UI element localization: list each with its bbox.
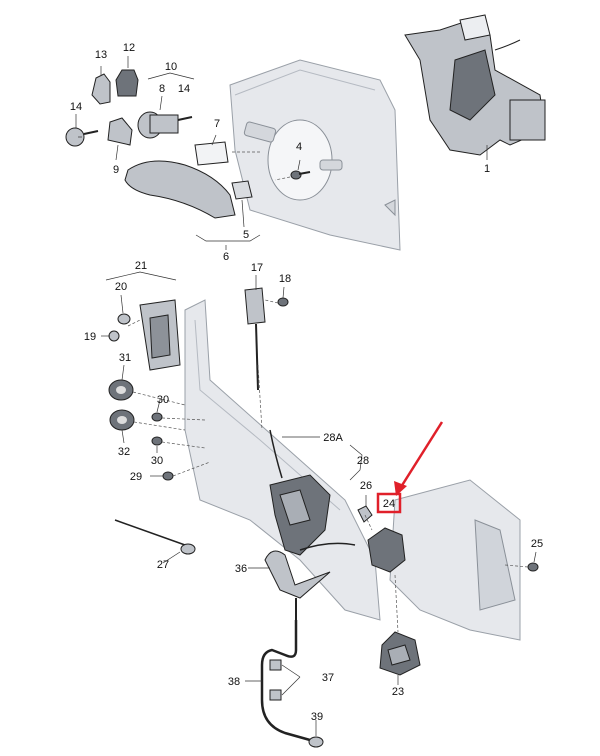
part-29-screw xyxy=(162,471,174,481)
part-18-screw xyxy=(277,297,289,307)
part-24-striker xyxy=(367,527,406,573)
part-28-door-lock xyxy=(269,429,356,556)
part-39-end xyxy=(308,736,324,748)
callout-9: 9 xyxy=(113,164,119,176)
callout-25: 25 xyxy=(531,538,543,550)
callout-14-b: 14 xyxy=(70,101,82,113)
part-13-cap xyxy=(91,73,111,105)
callout-13: 13 xyxy=(95,49,107,61)
highlight-box-24 xyxy=(376,492,402,514)
highlight-arrow xyxy=(394,421,444,496)
part-36-guide xyxy=(264,550,331,620)
callout-20: 20 xyxy=(115,281,127,293)
callout-37: 37 xyxy=(322,672,334,684)
part-5-gasket xyxy=(231,180,253,200)
part-30-screw-b xyxy=(151,436,163,446)
part-32-bushing xyxy=(109,409,135,431)
part-4-screw xyxy=(290,170,311,180)
callout-8: 8 xyxy=(159,83,165,95)
callout-30-a: 30 xyxy=(157,394,169,406)
callout-10: 10 xyxy=(165,61,177,73)
callout-4: 4 xyxy=(296,141,302,153)
callout-5: 5 xyxy=(243,229,249,241)
callout-39: 39 xyxy=(311,711,323,723)
callout-12: 12 xyxy=(123,42,135,54)
callout-26: 26 xyxy=(360,480,372,492)
lower-door-panel xyxy=(184,299,521,641)
upper-door-panel xyxy=(229,59,401,251)
callout-1: 1 xyxy=(484,163,490,175)
part-31-bushing xyxy=(108,379,134,401)
callout-23: 23 xyxy=(392,686,404,698)
callout-19: 19 xyxy=(84,331,96,343)
callout-21: 21 xyxy=(135,260,147,272)
callout-31: 31 xyxy=(119,352,131,364)
part-8-lock-cylinder xyxy=(137,111,193,139)
part-21-inner-handle xyxy=(139,299,181,371)
part-12-cap xyxy=(115,69,139,97)
callout-7: 7 xyxy=(214,118,220,130)
callout-36: 36 xyxy=(235,563,247,575)
callout-6: 6 xyxy=(223,251,229,263)
callout-29: 29 xyxy=(130,471,142,483)
part-20-clip xyxy=(117,313,131,325)
callout-24: 24 xyxy=(383,498,395,510)
part-27-rod xyxy=(114,519,196,555)
callout-18: 18 xyxy=(279,273,291,285)
part-17-button xyxy=(244,287,266,391)
callout-38: 38 xyxy=(228,676,240,688)
part-6-door-handle xyxy=(124,160,236,219)
callout-17: 17 xyxy=(251,262,263,274)
callout-14-a: 14 xyxy=(178,83,190,95)
callout-32: 32 xyxy=(118,446,130,458)
part-14-washer xyxy=(65,127,99,147)
callout-28a: 28A xyxy=(323,432,343,444)
part-1-latch-assembly xyxy=(404,14,546,156)
part-9-bracket xyxy=(107,117,133,146)
part-19-clip xyxy=(108,330,120,342)
part-25-screw xyxy=(527,562,539,572)
callout-27: 27 xyxy=(157,559,169,571)
part-23-lock-actuator xyxy=(379,631,421,676)
part-7-gasket xyxy=(194,141,229,166)
callout-30-b: 30 xyxy=(151,455,163,467)
part-37-clips xyxy=(269,659,282,701)
group-lines xyxy=(75,56,537,736)
callout-28: 28 xyxy=(357,455,369,467)
part-26-clip xyxy=(357,505,373,523)
part-30-screw-a xyxy=(151,412,163,422)
part-38-cable xyxy=(260,620,311,742)
